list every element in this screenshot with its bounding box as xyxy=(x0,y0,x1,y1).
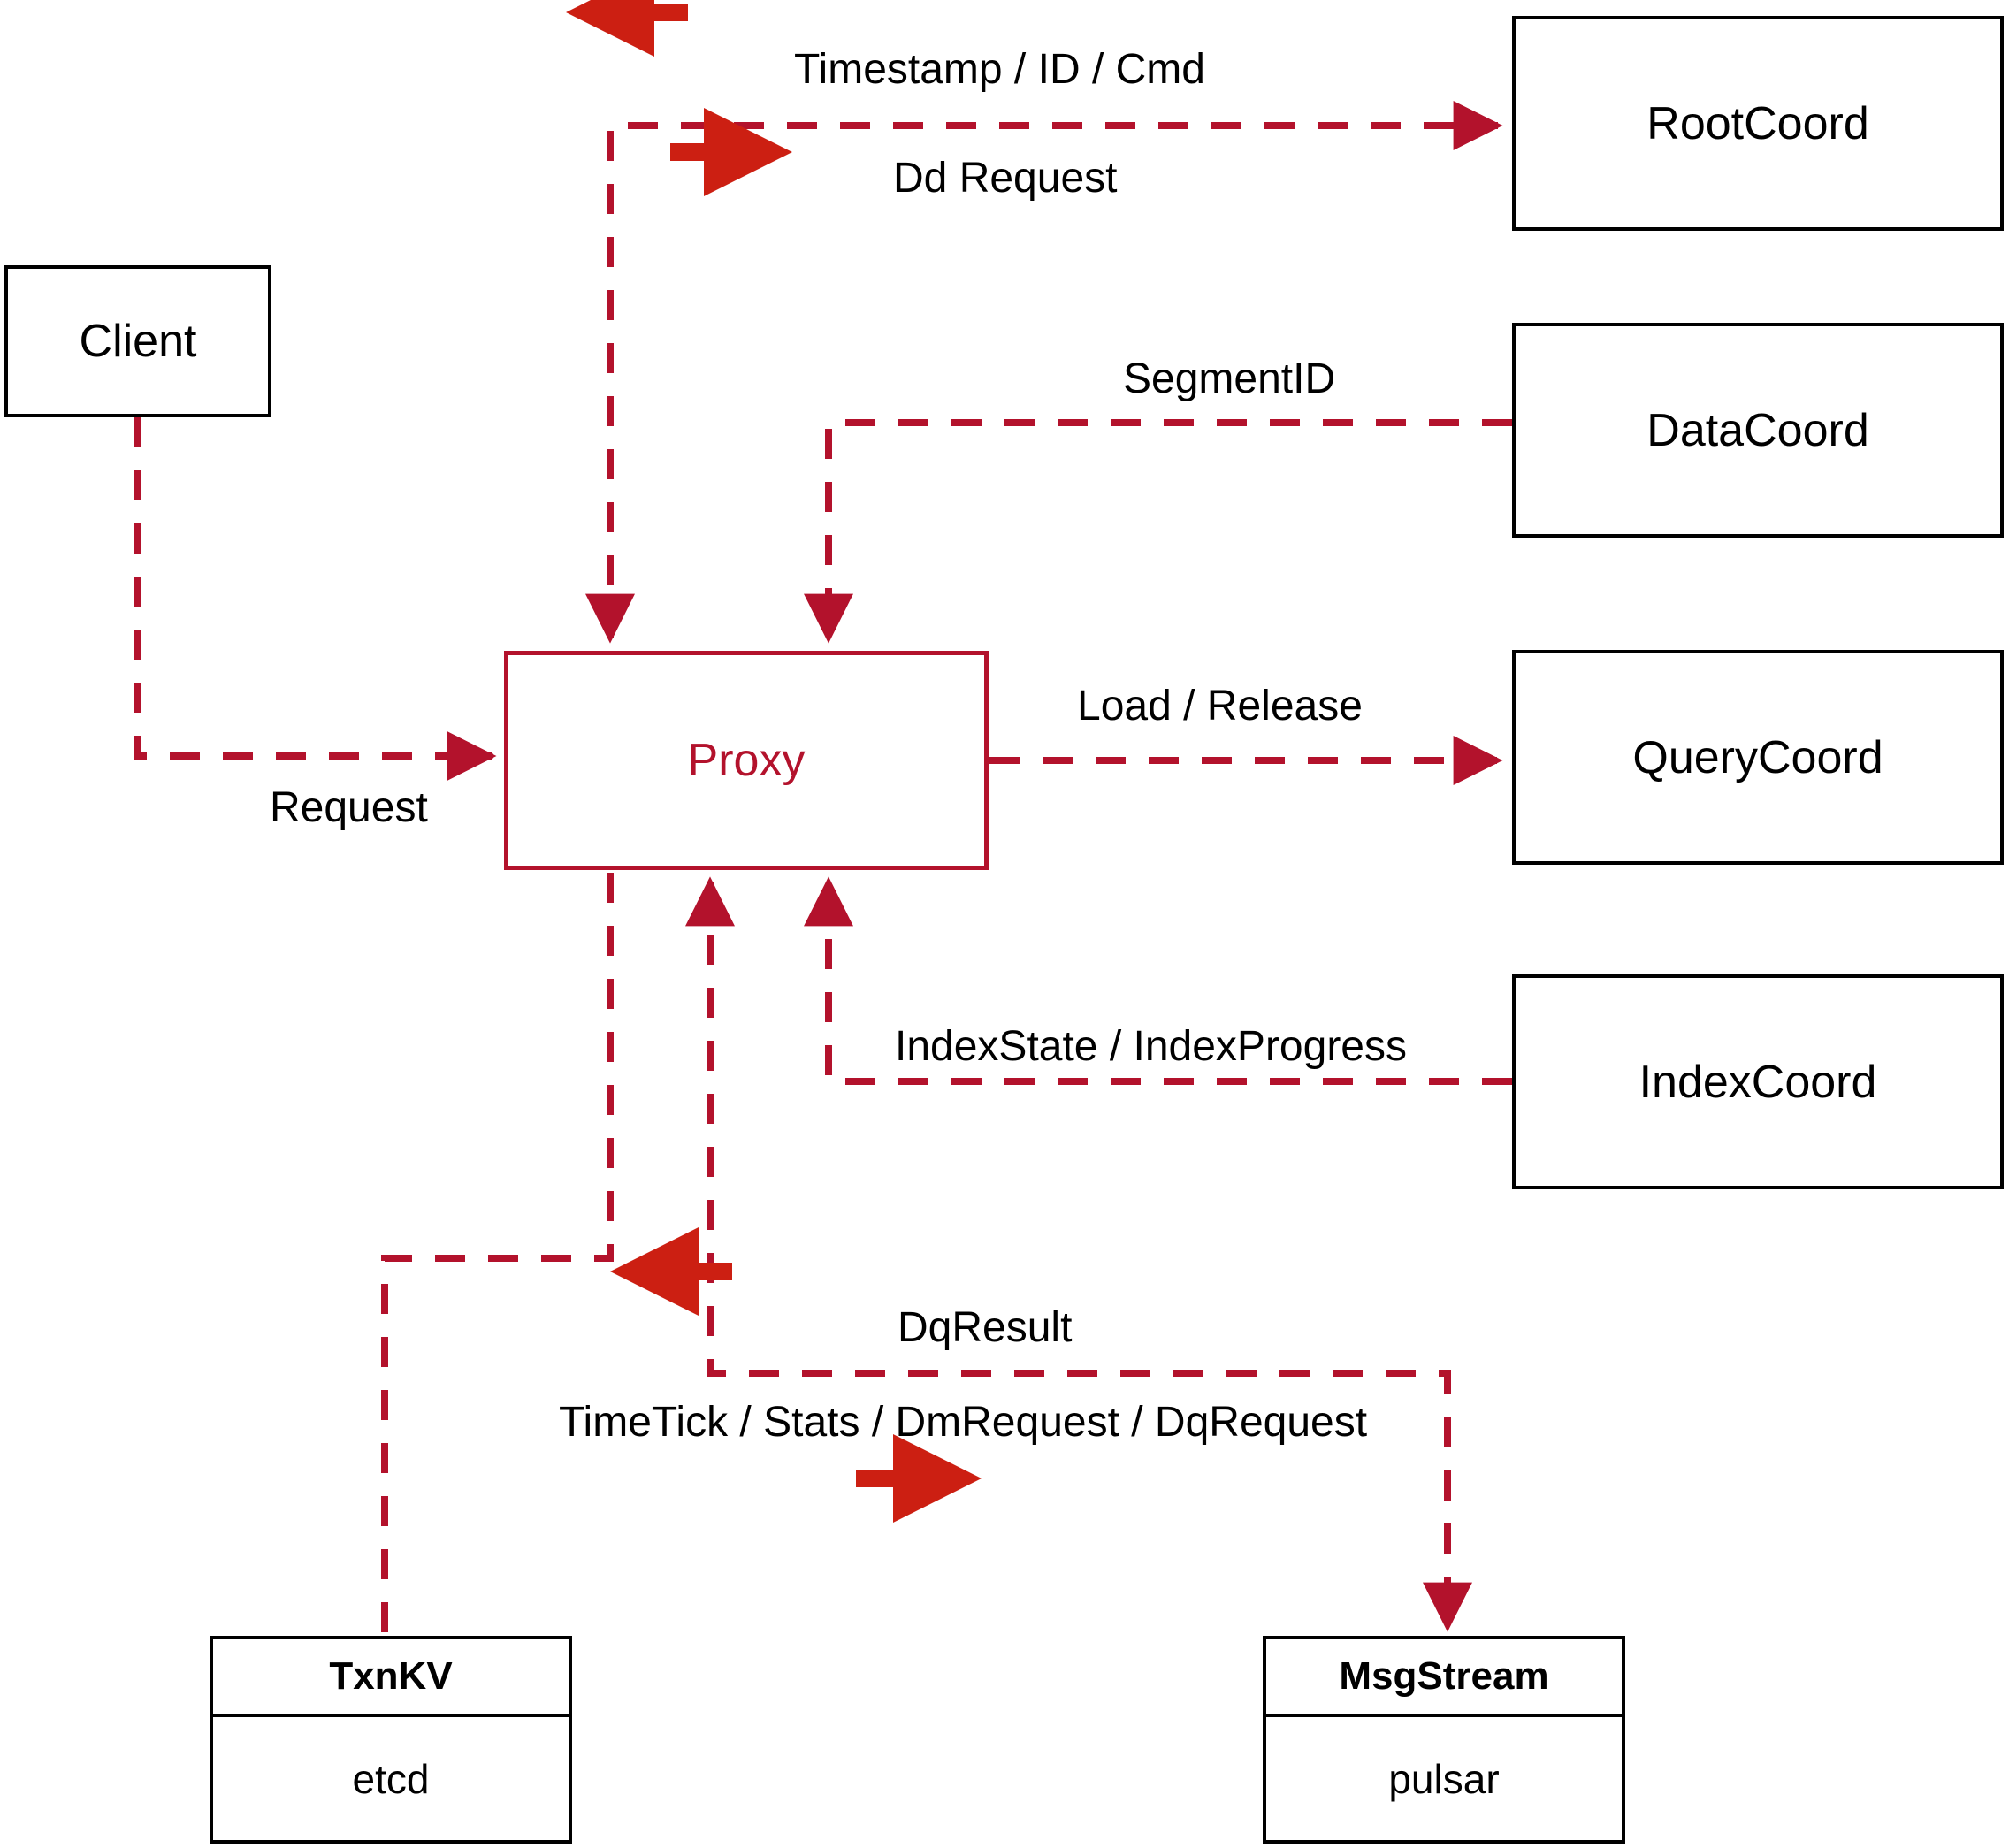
node-datacoord[interactable]: DataCoord xyxy=(1512,323,2004,538)
edge-label-dd-request: Dd Request xyxy=(893,155,1118,202)
node-msgstream-body: pulsar xyxy=(1388,1755,1500,1802)
wire-client-to-proxy xyxy=(134,417,497,781)
edge-label-timetick-stats: TimeTick / Stats / DmRequest / DqRequest xyxy=(559,1399,1368,1446)
node-proxy-label: Proxy xyxy=(687,735,806,786)
node-txnkv-header: TxnKV xyxy=(213,1639,569,1717)
node-msgstream-header: MsgStream xyxy=(1266,1639,1622,1717)
node-querycoord-label: QueryCoord xyxy=(1632,731,1883,783)
edge-label-segment-id: SegmentID xyxy=(1123,355,1336,402)
node-txnkv[interactable]: TxnKV etcd xyxy=(210,1636,572,1844)
node-indexcoord-label: IndexCoord xyxy=(1639,1056,1877,1108)
node-client[interactable]: Client xyxy=(4,265,271,417)
edge-label-index-state-progress: IndexState / IndexProgress xyxy=(895,1023,1407,1070)
edge-label-timestamp-id-cmd: Timestamp / ID / Cmd xyxy=(794,46,1205,93)
wire-proxy-msgstream xyxy=(685,876,1472,1632)
node-rootcoord-label: RootCoord xyxy=(1646,97,1869,149)
node-msgstream[interactable]: MsgStream pulsar xyxy=(1263,1636,1625,1844)
wire-proxy-rootcoord xyxy=(585,101,1503,644)
edge-label-dq-result: DqResult xyxy=(898,1304,1073,1351)
node-rootcoord[interactable]: RootCoord xyxy=(1512,16,2004,231)
node-client-label: Client xyxy=(79,316,197,367)
edge-label-load-release: Load / Release xyxy=(1077,683,1363,729)
node-proxy[interactable]: Proxy xyxy=(504,651,989,870)
node-querycoord[interactable]: QueryCoord xyxy=(1512,650,2004,865)
edge-label-request: Request xyxy=(270,784,428,831)
wire-datacoord-to-proxy xyxy=(804,419,1512,644)
node-txnkv-body: etcd xyxy=(352,1755,430,1802)
node-indexcoord[interactable]: IndexCoord xyxy=(1512,974,2004,1189)
wire-proxy-to-txnkv xyxy=(381,873,614,1636)
node-datacoord-label: DataCoord xyxy=(1646,404,1869,456)
